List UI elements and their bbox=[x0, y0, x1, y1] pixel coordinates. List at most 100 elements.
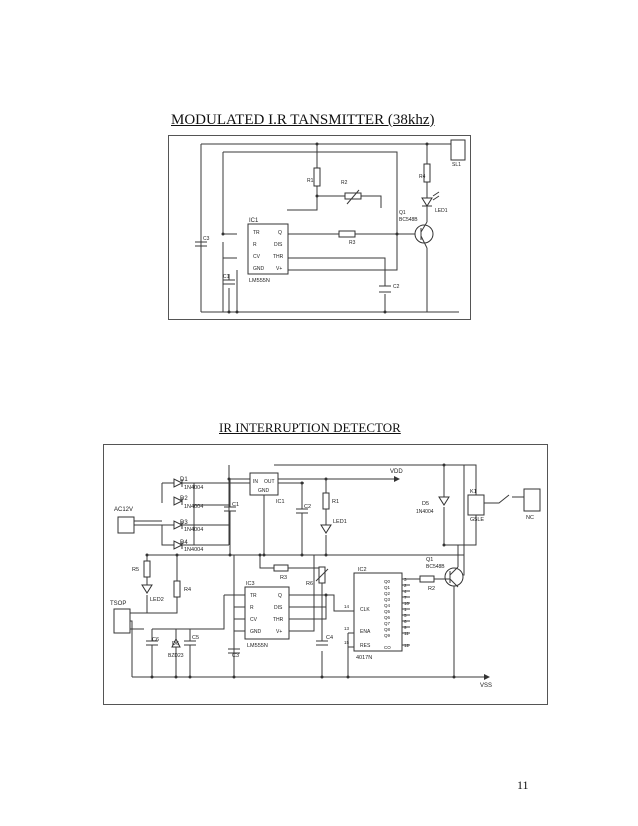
ic2-body bbox=[353, 572, 403, 652]
r6-label: R6 bbox=[306, 581, 313, 587]
ic2-pin-co: CO bbox=[384, 645, 391, 650]
detector-title: IR INTERRUPTION DETECTOR bbox=[219, 420, 401, 435]
q1-part: BC548B bbox=[426, 564, 445, 570]
r3-resistor bbox=[338, 230, 356, 238]
c5-capacitor bbox=[152, 595, 225, 677]
tsop-sensor bbox=[113, 608, 131, 634]
vdd-label: VDD bbox=[390, 469, 403, 475]
ic2-pin-q7: Q7 bbox=[384, 621, 391, 626]
d5-part: 1N4004 bbox=[416, 509, 434, 515]
ic2-pin-q8: Q8 bbox=[384, 627, 391, 632]
ic2-pin-ena: ENA bbox=[360, 629, 371, 635]
c6-label: C6 bbox=[152, 637, 159, 643]
detector-circuit: AC12V D1 1N4004 D2 1N4004 D3 1N4004 D4 1… bbox=[110, 463, 541, 689]
c3-capacitor bbox=[228, 648, 240, 654]
ic1-pin-vplus: V+ bbox=[276, 266, 282, 272]
r1-label: R1 bbox=[307, 178, 314, 184]
transmitter-schematic: IC1 LM555N TR Q R DIS CV THR GND V+ R1 R… bbox=[168, 135, 471, 320]
r4-resistor bbox=[173, 580, 181, 598]
r1-label: R1 bbox=[332, 499, 339, 505]
ic1-pin-thr: THR bbox=[273, 254, 284, 260]
r2-resistor bbox=[419, 575, 435, 583]
q1-label: Q1 bbox=[426, 557, 433, 563]
ic2-pin-q5: Q5 bbox=[384, 609, 391, 614]
c1-capacitor bbox=[224, 479, 236, 555]
c4-capacitor bbox=[316, 640, 328, 646]
relay-coil bbox=[467, 494, 485, 516]
c6-capacitor bbox=[146, 629, 158, 677]
q1-part: BC548B bbox=[399, 217, 418, 223]
ic1-pin-q: Q bbox=[278, 230, 282, 236]
d1-part: 1N4004 bbox=[184, 485, 203, 491]
reg-out: OUT bbox=[264, 479, 275, 485]
d4-part: 1N4004 bbox=[184, 547, 203, 553]
ic3-label: IC3 bbox=[246, 581, 255, 587]
ic1-part: LM555N bbox=[249, 278, 270, 284]
ic3-pin-gnd: GND bbox=[250, 629, 262, 635]
ic2-pin-q1: Q1 bbox=[384, 585, 391, 590]
r4-label: R4 bbox=[419, 174, 426, 180]
ic2-pin-q6: Q6 bbox=[384, 615, 391, 620]
led1-label: LED1 bbox=[435, 208, 448, 214]
ic3-pin-tr: TR bbox=[250, 593, 257, 599]
ic3-pin-vplus: V+ bbox=[276, 629, 282, 635]
vdd-arrow bbox=[394, 476, 400, 482]
d2-part: 1N4004 bbox=[184, 504, 203, 510]
c5-label: C5 bbox=[192, 635, 199, 641]
ic3-pin-r: R bbox=[250, 605, 254, 611]
d2-label: D2 bbox=[180, 496, 188, 502]
d6-part: BZD23 bbox=[168, 653, 184, 659]
ac-label: AC12V bbox=[114, 507, 133, 513]
d3-label: D3 bbox=[180, 520, 188, 526]
detector-schematic: AC12V D1 1N4004 D2 1N4004 D3 1N4004 D4 1… bbox=[103, 444, 548, 705]
ic3-pin-thr: THR bbox=[273, 617, 284, 623]
led2-label: LED2 bbox=[150, 597, 164, 603]
c1-label: C1 bbox=[232, 502, 239, 508]
c2-capacitor bbox=[296, 483, 308, 555]
r3-label: R3 bbox=[349, 240, 356, 246]
ic2-pinnum-clk: 14 bbox=[344, 604, 350, 609]
r2-label: R2 bbox=[428, 586, 435, 592]
c1-capacitor bbox=[223, 279, 235, 285]
ic2-pin-q3: Q3 bbox=[384, 597, 391, 602]
transmitter-title: MODULATED I.R TANSMITTER (38khz) bbox=[171, 112, 435, 128]
ic2-label: IC2 bbox=[358, 567, 367, 573]
ic3-pin-dis: DIS bbox=[274, 605, 283, 611]
ic1-label: IC1 bbox=[276, 499, 285, 505]
r1-resistor bbox=[322, 492, 330, 510]
c3-capacitor bbox=[195, 241, 207, 247]
c2-label: C2 bbox=[304, 504, 311, 510]
tsop-label: TSOP bbox=[110, 601, 126, 607]
ic3-body bbox=[244, 586, 290, 640]
ic3-part: LM555N bbox=[247, 643, 268, 649]
r4-resistor bbox=[423, 163, 431, 183]
sl1-label: SL1 bbox=[452, 162, 461, 168]
c1-label: C1 bbox=[223, 274, 230, 280]
r2-potentiometer bbox=[344, 192, 362, 200]
sl1-connector bbox=[450, 139, 466, 161]
ic1-body bbox=[247, 223, 289, 275]
r5-label: R5 bbox=[132, 567, 139, 573]
r3-resistor bbox=[273, 564, 289, 572]
ic2-pinnum-res: 15 bbox=[344, 640, 350, 645]
d5-label: D5 bbox=[422, 501, 429, 507]
ic2-part: 4017N bbox=[356, 655, 372, 661]
ic1-pin-r: R bbox=[253, 242, 257, 248]
nc-label: NC bbox=[526, 515, 534, 521]
r2-label: R2 bbox=[341, 180, 348, 186]
ic1-pin-gnd: GND bbox=[253, 266, 265, 272]
ic1-pin-tr: TR bbox=[253, 230, 260, 236]
r1-resistor bbox=[313, 167, 321, 187]
page-number: 11 bbox=[517, 778, 529, 792]
reg-in: IN bbox=[253, 479, 258, 485]
r4-label: R4 bbox=[184, 587, 191, 593]
reg-gnd: GND bbox=[258, 488, 270, 494]
ic2-pin-res: RES bbox=[360, 643, 371, 649]
k1-label: K1 bbox=[470, 489, 477, 495]
transmitter-circuit: IC1 LM555N TR Q R DIS CV THR GND V+ R1 R… bbox=[195, 139, 466, 314]
ic2-pin-q4: Q4 bbox=[384, 603, 391, 608]
led1-symbol bbox=[320, 524, 332, 534]
q1-label: Q1 bbox=[399, 210, 406, 216]
d4-label: D4 bbox=[180, 540, 188, 546]
ic1-pin-dis: DIS bbox=[274, 242, 283, 248]
